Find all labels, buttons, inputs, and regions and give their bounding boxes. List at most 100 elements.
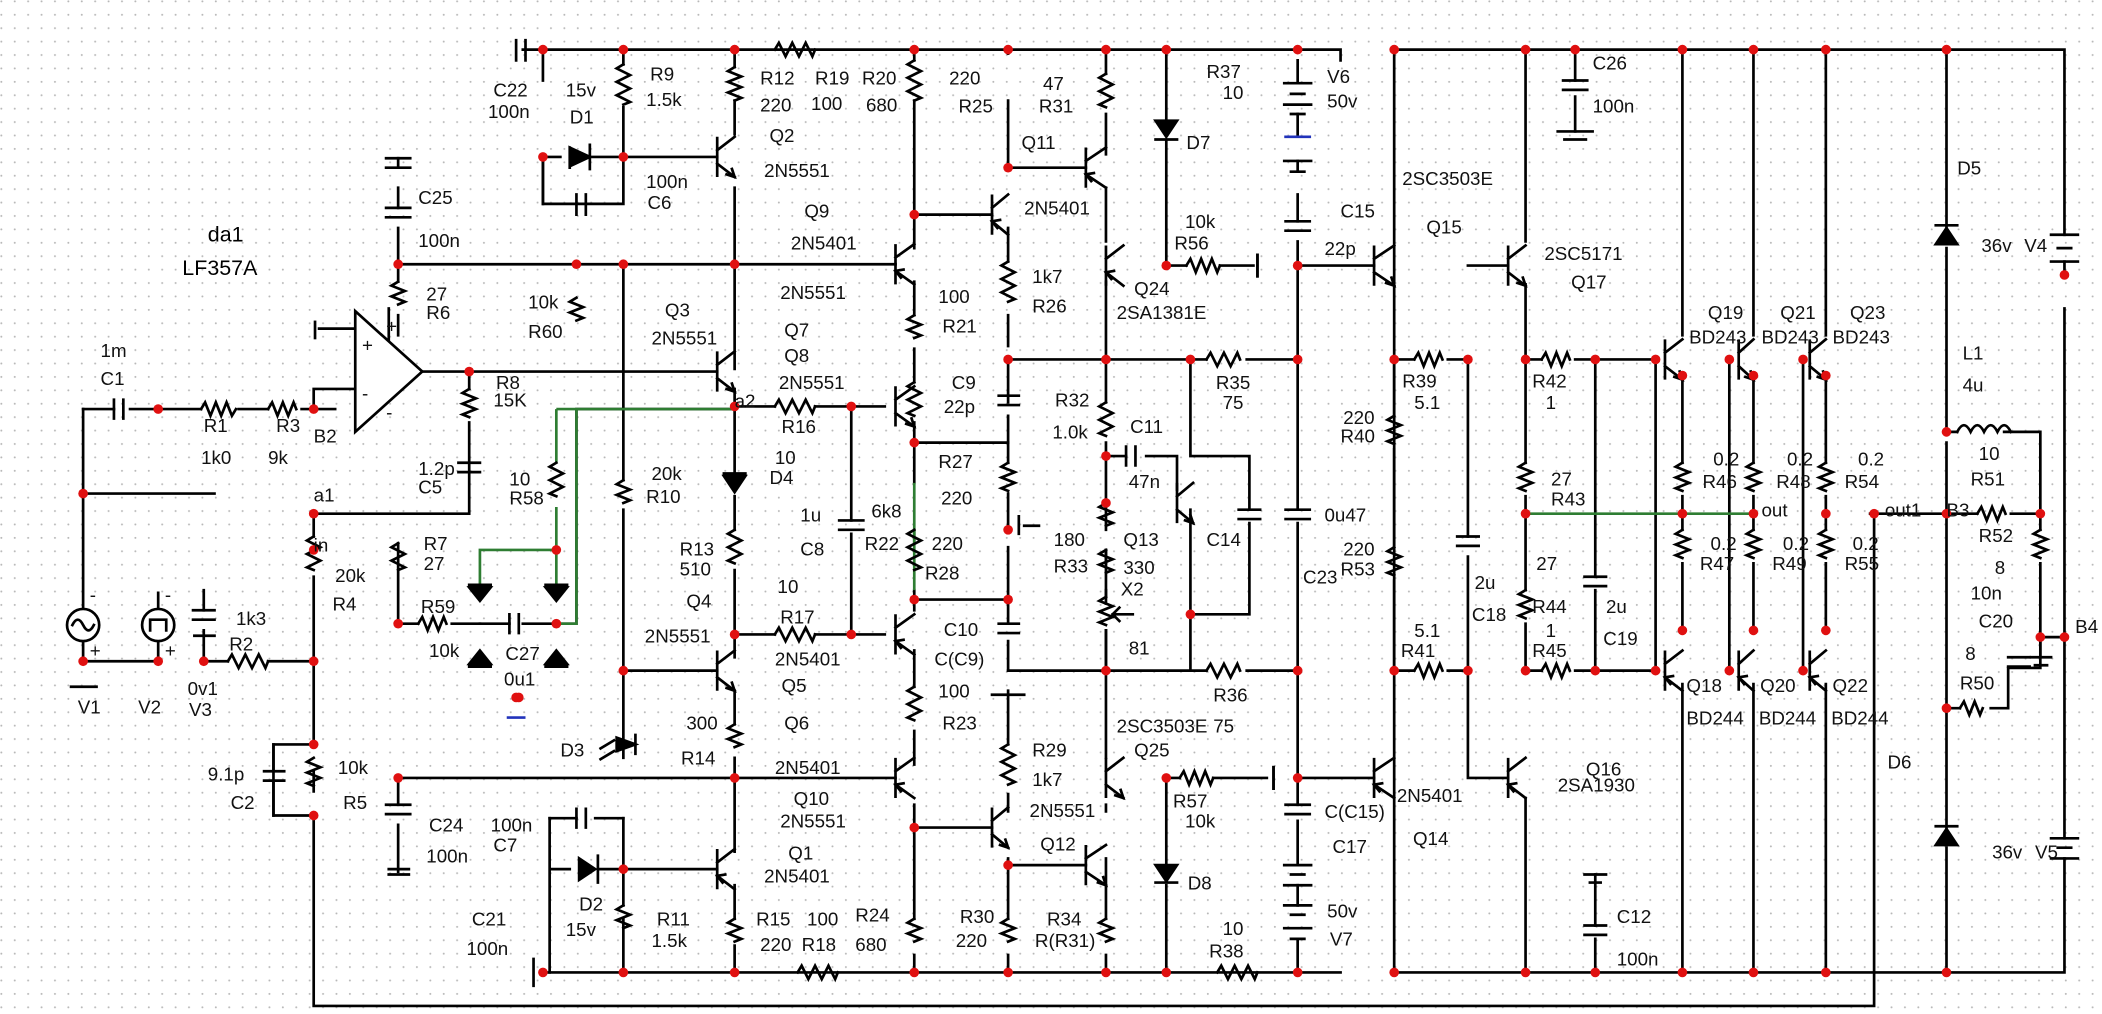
junction-node (308, 404, 319, 414)
val-r8: 15K (493, 389, 527, 410)
ref-q11: Q11 (1022, 132, 1056, 153)
ref-c14: C14 (1207, 529, 1241, 550)
junction-node (909, 822, 920, 833)
val-r38: 10 (1223, 918, 1244, 939)
val-r39: 5.1 (1414, 392, 1440, 413)
transistor-arrow (1103, 269, 1116, 281)
val-r33: 180 (1054, 529, 1085, 550)
opamp-plus-pin: + (386, 316, 397, 337)
ref-c9: C9 (952, 372, 976, 393)
junction-node (1292, 260, 1303, 271)
source-v2-minus: - (165, 584, 171, 605)
junction-node (1941, 967, 1952, 978)
source-v1-minus: - (90, 584, 96, 605)
junction-node (729, 629, 740, 640)
ref-v3: V3 (189, 699, 212, 720)
junction-node (1677, 625, 1688, 636)
ref-r33: R33 (1054, 556, 1088, 577)
ref-r60: R60 (528, 321, 562, 342)
junction-node (1748, 508, 1759, 519)
val-d5: 36v (1981, 235, 2012, 256)
junction-node (1292, 44, 1303, 55)
val-r11: 1.5k (652, 930, 688, 951)
transistor-arrow (1662, 674, 1675, 686)
val-r47: 0.2 (1711, 533, 1737, 554)
ref-r39: R39 (1402, 371, 1436, 392)
ref-r18: R18 (802, 934, 836, 955)
val-c18: 2u (1475, 572, 1496, 593)
junction-node (1185, 609, 1196, 620)
val-c8: 1u (800, 505, 821, 526)
val-q12: 2N5551 (1030, 800, 1096, 821)
junction-node (846, 401, 857, 412)
ref-r41: R41 (1401, 640, 1435, 661)
junction-node (464, 366, 475, 377)
opamp-minus-pin: - (386, 401, 392, 422)
val-r57: 10k (1185, 811, 1216, 832)
junction-node (1590, 665, 1601, 676)
val-r25: 220 (949, 67, 980, 88)
junction-node (729, 773, 740, 783)
ref-r3: R3 (276, 415, 300, 436)
val-c27: 0u1 (504, 668, 535, 689)
ref-r4: R4 (332, 593, 356, 614)
ref-c17: C17 (1333, 836, 1367, 857)
chip-ref: da1 (208, 222, 244, 246)
junction-node (729, 44, 740, 55)
val-r56: 10k (1185, 211, 1216, 232)
val-r45: 1 (1546, 620, 1556, 641)
ref-r23: R23 (942, 713, 976, 734)
ref-q23: Q23 (1850, 302, 1885, 323)
junction-node (1821, 44, 1831, 55)
val-r50: 8 (1965, 643, 1975, 664)
ref-r19: R19 (815, 67, 849, 88)
junction-nodes (78, 44, 2070, 978)
junction-node (1869, 508, 1879, 519)
ref-r53: R53 (1341, 558, 1375, 579)
net-label-in: in (314, 534, 329, 555)
val-r6: 27 (426, 283, 447, 304)
highlight-wires (478, 407, 1754, 626)
val-q16: 2SA1930 (1558, 774, 1635, 795)
junction-node (1821, 625, 1831, 636)
val-r40: 220 (1343, 407, 1374, 428)
val-r17: 10 (778, 576, 799, 597)
junction-node (2059, 270, 2070, 280)
val-x2: 81 (1129, 638, 1150, 659)
val-r3: 9k (268, 447, 288, 468)
val-q9b: 2N5401 (1024, 198, 1090, 219)
ref-c5: C5 (418, 477, 442, 498)
val-r49: 0.2 (1783, 533, 1809, 554)
ref-q20: Q20 (1760, 675, 1795, 696)
junction-node (1101, 498, 1111, 508)
ref-r12: R12 (760, 67, 794, 88)
val-c22: 100n (488, 101, 530, 122)
ref-d8: D8 (1188, 872, 1212, 893)
ref-r37: R37 (1207, 61, 1241, 82)
junction-node (1520, 508, 1531, 519)
junction-node (1724, 354, 1735, 365)
ref-c22: C22 (493, 80, 527, 101)
junction-node (1520, 665, 1531, 676)
ref-r17: R17 (780, 607, 814, 628)
ref-r44: R44 (1532, 596, 1566, 617)
ref-c24: C24 (429, 815, 463, 836)
val-v3: 0v1 (188, 678, 218, 699)
transistor-arrow (1083, 171, 1096, 183)
junction-node (1003, 967, 1013, 978)
junction-node (618, 152, 629, 162)
opamp-in-plus: + (362, 334, 373, 355)
junction-node (1003, 44, 1013, 55)
ref-c19: C19 (1603, 628, 1637, 649)
ref-r13: R13 (680, 538, 714, 559)
ref-v4: V4 (2024, 235, 2047, 256)
ref-q25: Q25 (1134, 739, 1169, 760)
ref-c26: C26 (1593, 53, 1627, 74)
val-r53: 220 (1343, 538, 1374, 559)
ref-q8: Q8 (784, 345, 809, 366)
junction-node (729, 967, 740, 978)
val-r42: 1 (1546, 392, 1556, 413)
junction-node (909, 437, 920, 448)
ref-r9: R9 (650, 63, 674, 84)
